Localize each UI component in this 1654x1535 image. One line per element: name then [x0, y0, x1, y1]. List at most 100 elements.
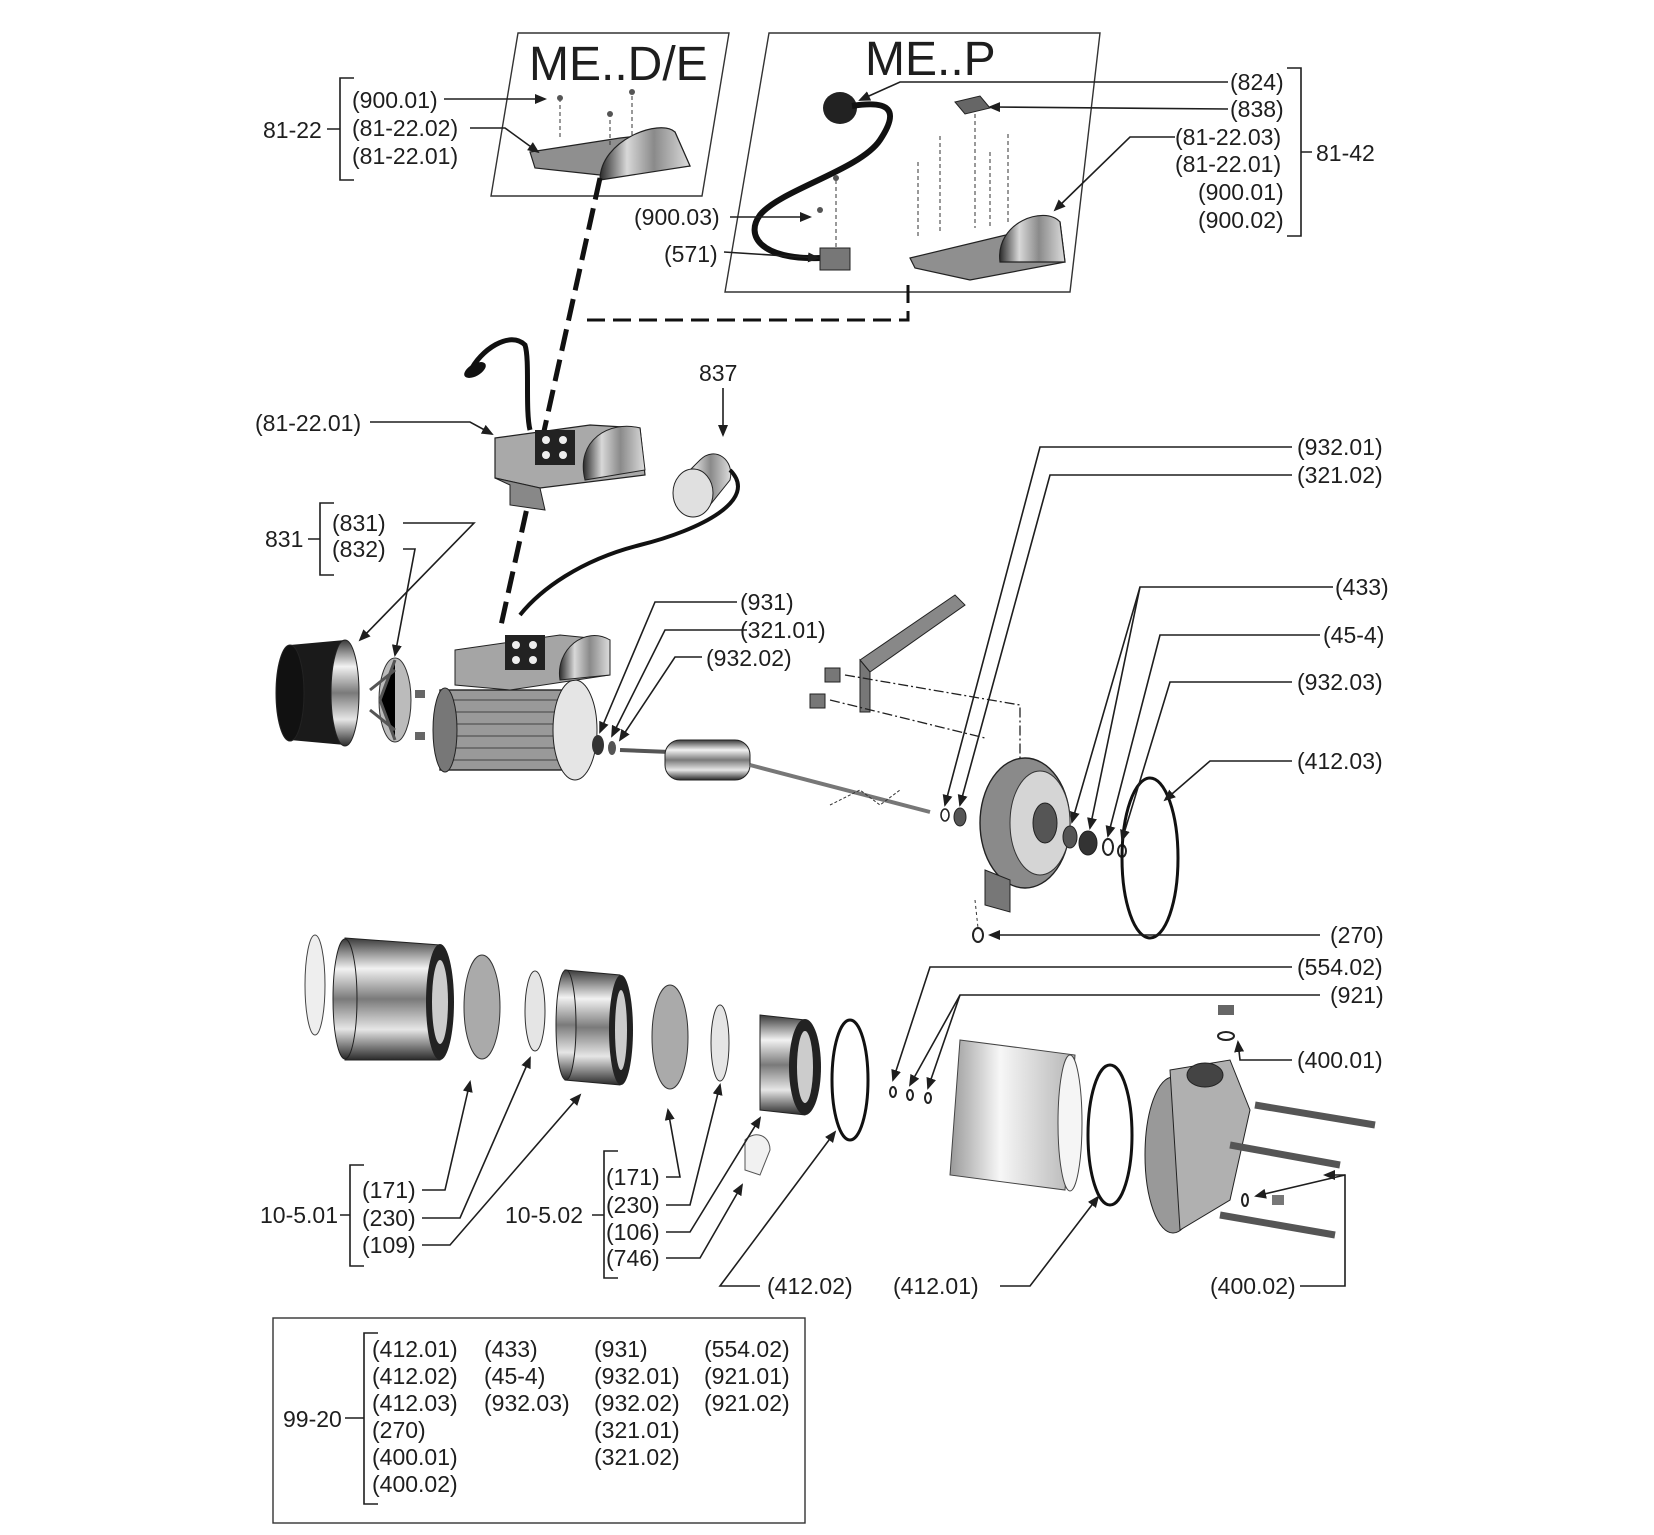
- nuts-554-02-921: [889, 1086, 932, 1104]
- kit-99-20-frame: [272, 1317, 806, 1524]
- kit-item: (433): [484, 1336, 538, 1362]
- group-label-81-42: 81-42: [1316, 140, 1375, 166]
- variant-frame-me-p: [724, 32, 1101, 293]
- motor-bracket-arm: [809, 594, 1021, 795]
- group-label-837: 837: [699, 360, 737, 386]
- part-label-321-02: (321.02): [1297, 462, 1383, 488]
- connection-dash-p: [585, 285, 910, 322]
- leader-81-22-03: [1053, 136, 1175, 212]
- leader-412-02: [718, 1130, 837, 1287]
- leader-831: [358, 522, 476, 642]
- plug-part-838: [954, 95, 991, 115]
- capacitor-837: [518, 453, 740, 617]
- part-label-746: (746): [606, 1245, 660, 1271]
- bracket-99-20: [345, 1332, 378, 1505]
- kit-item: (412.03): [372, 1390, 458, 1416]
- kit-item: (932.01): [594, 1363, 680, 1389]
- bracket-10-5-02: [592, 1150, 618, 1279]
- part-label-900-01-a: (900.01): [352, 87, 438, 113]
- leader-412-03: [1163, 760, 1292, 802]
- group-label-10-5-01: 10-5.01: [260, 1202, 338, 1228]
- o-ring-412-01: [1086, 1063, 1134, 1207]
- leader-433-b: [1087, 586, 1141, 830]
- leader-321-01: [611, 629, 747, 738]
- stage-10-5-01: [304, 934, 546, 1061]
- part-label-81-22-02-a: (81-22.02): [352, 115, 458, 141]
- kit-item: (412.01): [372, 1336, 458, 1362]
- part-label-433: (433): [1335, 574, 1389, 600]
- seal-parts-433-45-4-932-03: [1062, 825, 1127, 858]
- part-label-81-22-01-a: (81-22.01): [352, 143, 458, 169]
- leader-554-02: [891, 966, 1292, 1082]
- part-label-400-02: (400.02): [1210, 1273, 1296, 1299]
- motor-body: [415, 634, 611, 781]
- kit-item: (400.01): [372, 1444, 458, 1470]
- kit-item: (931): [594, 1336, 648, 1362]
- leader-400-02: [1300, 1170, 1346, 1287]
- fan-impeller-832: [369, 657, 412, 743]
- part-label-932-01: (932.01): [1297, 434, 1383, 460]
- fan-cowl-831: [275, 639, 360, 747]
- part-label-106: (106): [606, 1219, 660, 1245]
- part-label-554-02: (554.02): [1297, 954, 1383, 980]
- part-label-109: (109): [362, 1232, 416, 1258]
- kit-item: (45-4): [484, 1363, 545, 1389]
- leader-321-02: [957, 474, 1292, 807]
- stage-casing-sleeve: [949, 1039, 1083, 1192]
- part-label-230-b: (230): [606, 1192, 660, 1218]
- bracket-81-42: [1287, 67, 1312, 237]
- connection-dash-de: [497, 177, 603, 631]
- bracket-10-5-01: [340, 1164, 364, 1267]
- leader-838: [988, 102, 1229, 113]
- part-label-571: (571): [664, 241, 718, 267]
- part-label-838: (838): [1230, 96, 1284, 122]
- leader-171-b: [664, 1108, 681, 1178]
- shaft-and-rotor: [592, 735, 931, 814]
- leader-230-a: [422, 1056, 531, 1219]
- kit-item: (932.03): [484, 1390, 570, 1416]
- pump-casing-suction: [1144, 1005, 1376, 1239]
- leader-824: [858, 81, 1228, 101]
- bracket-81-22: [327, 77, 354, 181]
- part-label-412-02: (412.02): [767, 1273, 853, 1299]
- leader-932-01: [942, 446, 1292, 807]
- leader-571: [723, 251, 820, 263]
- leader-921-b: [926, 994, 961, 1090]
- terminal-box-cover-de: [529, 89, 691, 181]
- group-label-99-20: 99-20: [283, 1406, 342, 1432]
- kit-item: (412.02): [372, 1363, 458, 1389]
- part-label-824: (824): [1230, 69, 1284, 95]
- part-label-900-01-b: (900.01): [1198, 179, 1284, 205]
- kit-item: (400.02): [372, 1471, 458, 1497]
- leader-932-03: [1120, 681, 1292, 842]
- leader-433: [1069, 586, 1333, 824]
- bracket-831: [308, 502, 334, 576]
- group-label-831: 831: [265, 526, 303, 552]
- kit-item: (270): [372, 1417, 426, 1443]
- leader-45-4: [1105, 634, 1320, 838]
- leader-171-a: [422, 1080, 473, 1191]
- leader-109: [422, 1093, 582, 1246]
- kit-item: (554.02): [704, 1336, 790, 1362]
- part-label-270: (270): [1330, 922, 1384, 948]
- kit-item: (321.01): [594, 1417, 680, 1443]
- group-label-81-22: 81-22: [263, 117, 322, 143]
- leader-746: [666, 1183, 743, 1259]
- part-label-900-02: (900.02): [1198, 207, 1284, 233]
- kit-item: (921.01): [704, 1363, 790, 1389]
- leader-932-02: [618, 656, 702, 742]
- pump-casing-cover: [940, 757, 1071, 943]
- part-label-230-a: (230): [362, 1205, 416, 1231]
- part-label-81-22-01-c: (81-22.01): [255, 410, 361, 436]
- part-label-45-4: (45-4): [1323, 622, 1384, 648]
- leader-230-b: [666, 1083, 723, 1206]
- leader-81-22-02-a: [470, 127, 540, 154]
- group-label-10-5-02: 10-5.02: [505, 1202, 583, 1228]
- stage-10-5-02: [555, 969, 821, 1176]
- float-switch-assembly: [751, 92, 893, 271]
- part-label-412-01: (412.01): [893, 1273, 979, 1299]
- part-label-321-01: (321.01): [740, 617, 826, 643]
- variant-frame-me-de: [490, 32, 730, 197]
- o-ring-412-03: [1120, 776, 1180, 940]
- part-label-81-22-03: (81-22.03): [1175, 124, 1281, 150]
